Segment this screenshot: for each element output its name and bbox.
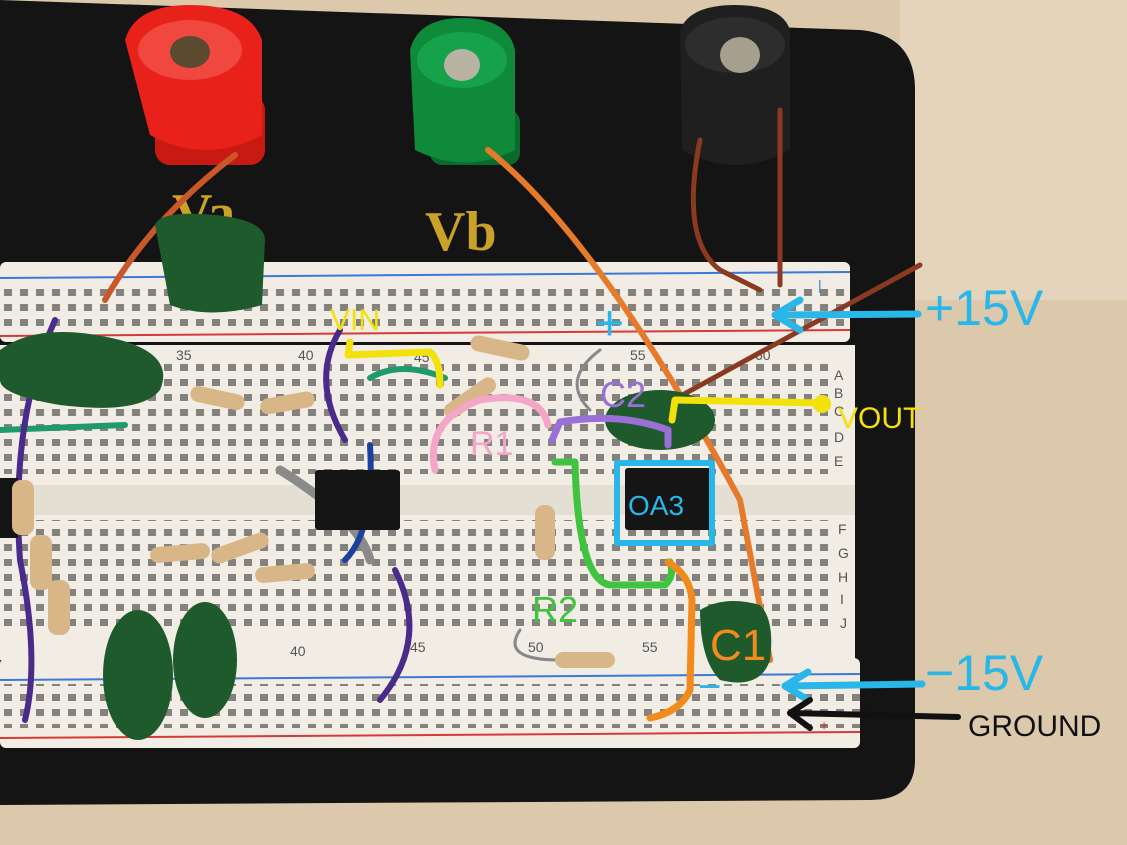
table-highlight bbox=[900, 0, 1127, 300]
c2-label: C2 bbox=[600, 374, 646, 415]
row-letter: G bbox=[838, 545, 849, 561]
annotations bbox=[344, 296, 961, 731]
row-letter: B bbox=[834, 385, 843, 401]
c1-label: C1 bbox=[710, 621, 766, 670]
vout-dot bbox=[813, 395, 831, 413]
center-channel bbox=[0, 485, 855, 515]
op-amp-chip-left bbox=[315, 470, 400, 530]
c2-marker bbox=[548, 414, 672, 449]
capacitors bbox=[0, 213, 772, 740]
row-letter: J bbox=[840, 615, 847, 631]
row-letter: D bbox=[834, 429, 844, 445]
r2-marker bbox=[551, 458, 676, 589]
vin-label: VIN bbox=[330, 304, 380, 337]
column-number: 55 bbox=[642, 639, 658, 655]
op-amp-chip-oa3 bbox=[625, 468, 713, 530]
resistors bbox=[12, 335, 615, 668]
row-letter: F bbox=[838, 521, 847, 537]
row-letter: E bbox=[834, 453, 843, 469]
r2-label: R2 bbox=[532, 589, 578, 630]
row-letter: A bbox=[834, 367, 844, 383]
row-letter: I bbox=[840, 591, 844, 607]
row-letter: H bbox=[838, 569, 848, 585]
vout-label: VOUT bbox=[838, 402, 921, 435]
pos15-arrow bbox=[771, 296, 922, 334]
row-letter: C bbox=[834, 403, 844, 419]
column-number: 55 bbox=[630, 347, 646, 363]
plus-label: + bbox=[595, 295, 624, 351]
rail-sign: + bbox=[820, 717, 828, 733]
neg15-arrow bbox=[781, 668, 926, 704]
column-number: 45 bbox=[410, 639, 426, 655]
vb-label: Vb bbox=[425, 201, 497, 263]
ground-label: GROUND bbox=[968, 710, 1101, 743]
r1-marker bbox=[430, 394, 552, 474]
rail-sign: | bbox=[818, 277, 822, 293]
red-binding-post bbox=[125, 5, 265, 165]
minus-label: − bbox=[698, 665, 721, 709]
vin-marker bbox=[344, 338, 444, 389]
c1-marker bbox=[646, 558, 696, 722]
black-binding-post bbox=[680, 5, 790, 165]
column-number: 35 bbox=[176, 347, 192, 363]
column-number: 40 bbox=[290, 643, 306, 659]
column-number: 40 bbox=[298, 347, 314, 363]
oa3-box bbox=[614, 460, 715, 546]
oa3-label: OA3 bbox=[628, 490, 684, 521]
column-number: 50 bbox=[528, 639, 544, 655]
vout-marker bbox=[668, 396, 826, 424]
pos15-label: +15V bbox=[925, 280, 1044, 336]
neg15-label: −15V bbox=[925, 645, 1044, 701]
ground-arrow bbox=[787, 697, 961, 731]
r1-label: R1 bbox=[470, 425, 513, 463]
green-binding-post bbox=[410, 18, 520, 165]
